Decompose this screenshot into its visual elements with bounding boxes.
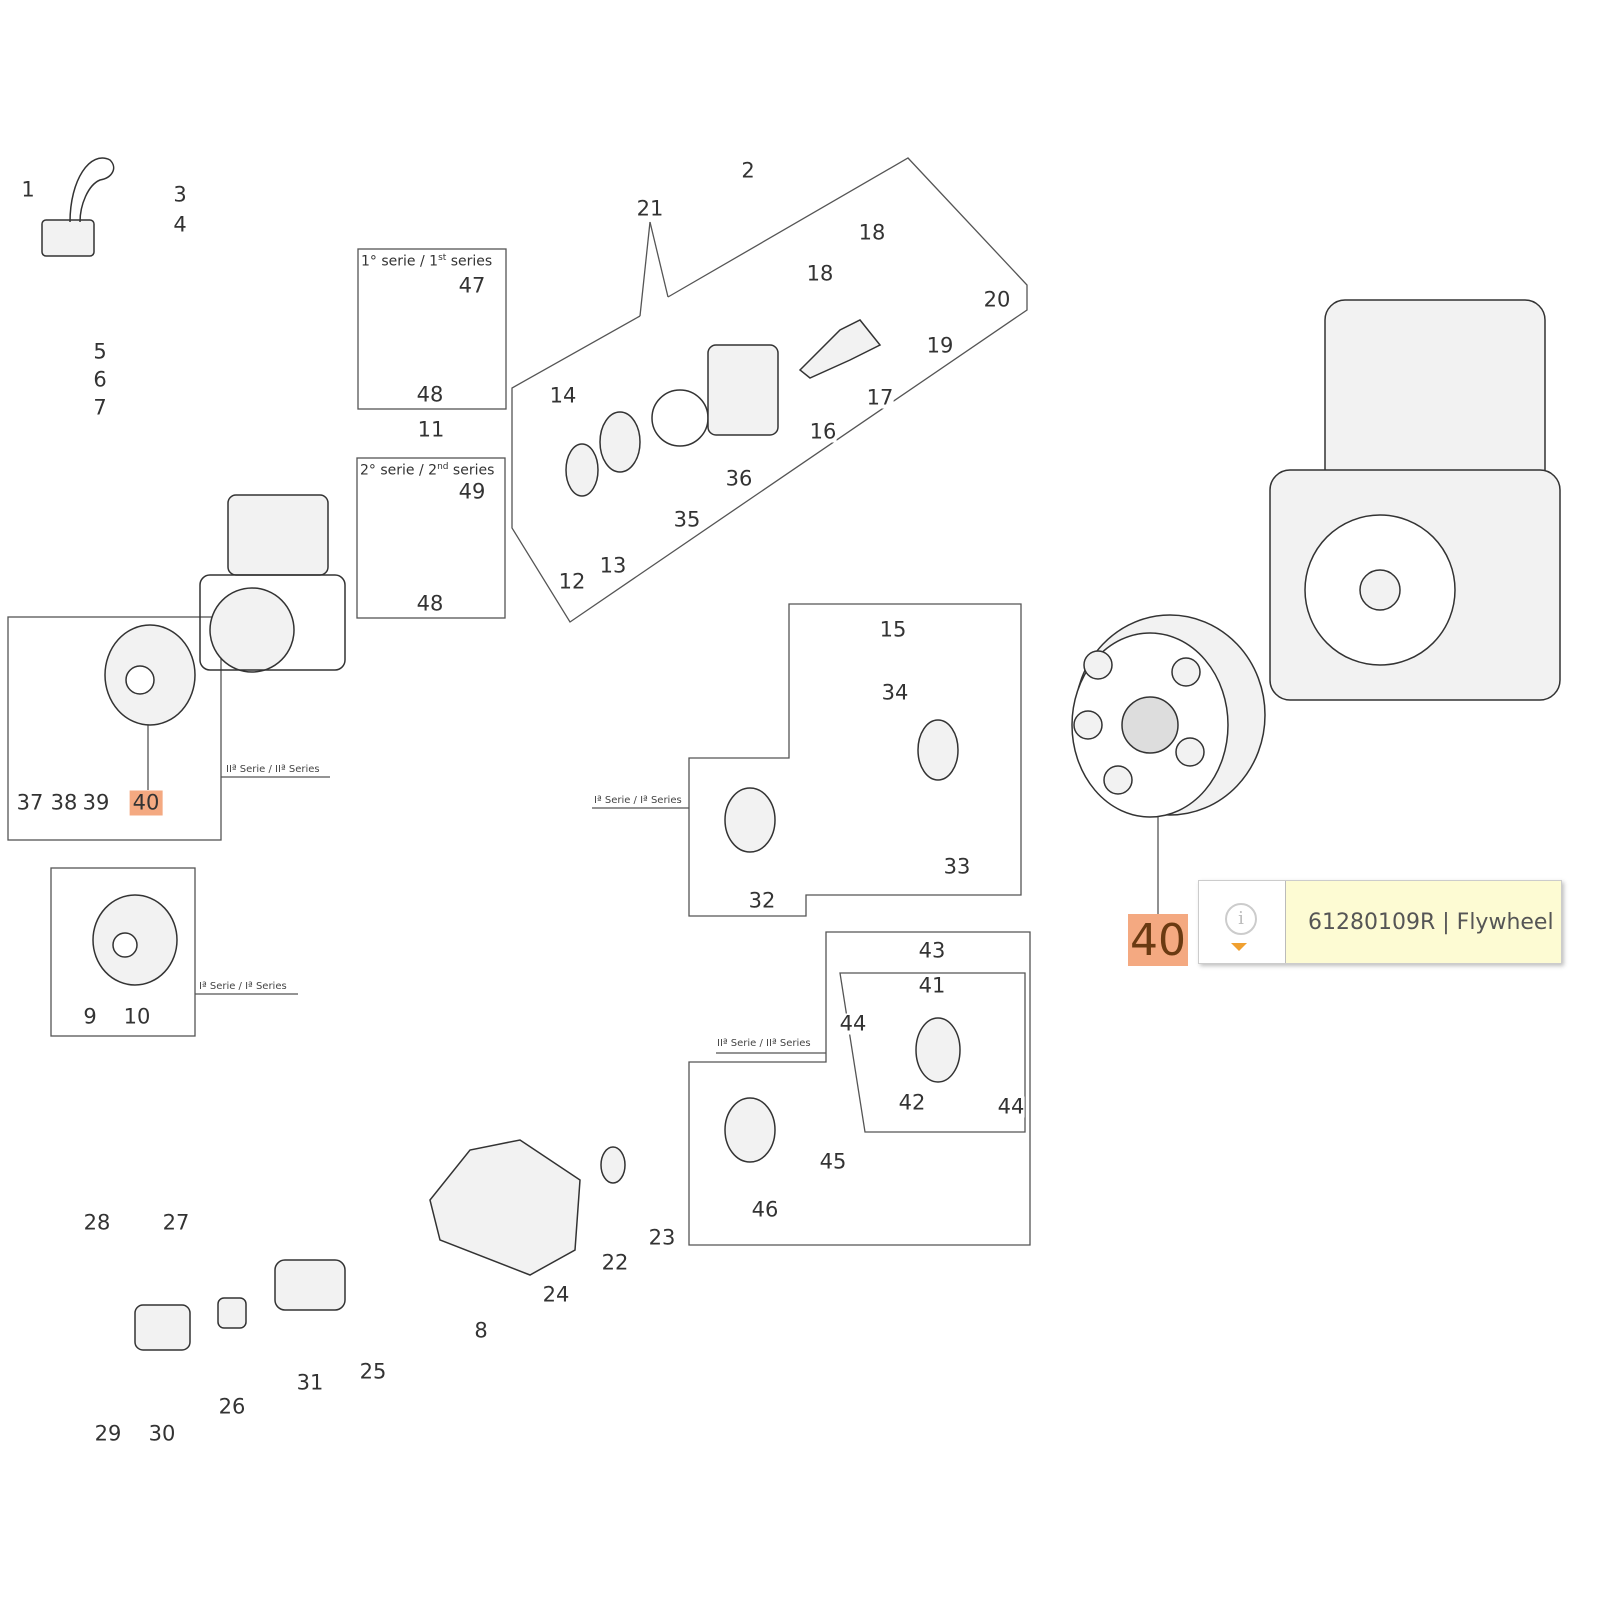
part-label-9[interactable]: 9 (83, 1004, 97, 1029)
part-label-5[interactable]: 5 (93, 339, 107, 364)
part-label-17[interactable]: 17 (866, 385, 894, 410)
part-label-44[interactable]: 44 (997, 1094, 1025, 1119)
part-label-1[interactable]: 1 (21, 177, 35, 202)
series2-tail: series (448, 462, 495, 479)
series1-box (357, 248, 507, 410)
part-label-20[interactable]: 20 (983, 287, 1011, 312)
flywheel-i-box (50, 867, 196, 1037)
flywheel-large (1071, 614, 1266, 818)
info-icon: i (1199, 881, 1286, 963)
part-label-11[interactable]: 11 (417, 417, 445, 442)
starter-group-outline (511, 157, 1028, 623)
part-label-27[interactable]: 27 (162, 1210, 190, 1235)
part-label-21[interactable]: 21 (636, 196, 664, 221)
part-label-4[interactable]: 4 (173, 212, 187, 237)
part-label-30[interactable]: 30 (148, 1421, 176, 1446)
series2-heading: 2° serie / 2nd series (360, 462, 494, 479)
drive-parts (134, 1259, 346, 1351)
series-label: Iª Serie / Iª Series (199, 981, 287, 992)
part-label-35[interactable]: 35 (673, 507, 701, 532)
part-label-39[interactable]: 39 (82, 790, 110, 815)
clutch-i-box (688, 603, 1022, 917)
series-label: Iª Serie / Iª Series (594, 795, 682, 806)
part-label-29[interactable]: 29 (94, 1421, 122, 1446)
part-label-8[interactable]: 8 (474, 1318, 488, 1343)
part-label-32[interactable]: 32 (748, 888, 776, 913)
part-label-37[interactable]: 37 (16, 790, 44, 815)
series-label: IIª Serie / IIª Series (717, 1038, 811, 1049)
part-label-24[interactable]: 24 (542, 1282, 570, 1307)
part-label-41[interactable]: 41 (918, 973, 946, 998)
series1-heading: 1° serie / 1st series (361, 253, 492, 270)
part-label-33[interactable]: 33 (943, 854, 971, 879)
part-label-25[interactable]: 25 (359, 1359, 387, 1384)
part-label-2[interactable]: 2 (741, 158, 755, 183)
part-label-7[interactable]: 7 (93, 395, 107, 420)
part-label-10[interactable]: 10 (123, 1004, 151, 1029)
part-label-16[interactable]: 16 (809, 419, 837, 444)
part-label-34[interactable]: 34 (881, 680, 909, 705)
tooltip-text: 61280109R | Flywheel (1308, 909, 1554, 935)
part-label-46[interactable]: 46 (751, 1197, 779, 1222)
part-label-49[interactable]: 49 (458, 479, 486, 504)
gear-housing (429, 1139, 626, 1276)
part-label-6[interactable]: 6 (93, 367, 107, 392)
part-label-48[interactable]: 48 (416, 591, 444, 616)
part-label-26[interactable]: 26 (218, 1394, 246, 1419)
part-label-23[interactable]: 23 (648, 1225, 676, 1250)
engine-block-large (1269, 299, 1561, 701)
clutch-shoe-box (839, 972, 1026, 1133)
part-label-22[interactable]: 22 (601, 1250, 629, 1275)
engine-block-small (199, 494, 346, 673)
part-label-47[interactable]: 47 (458, 273, 486, 298)
part-label-38[interactable]: 38 (50, 790, 78, 815)
part-label-31[interactable]: 31 (296, 1370, 324, 1395)
selected-part-callout[interactable]: 40 (1128, 914, 1188, 966)
part-label-36[interactable]: 36 (725, 466, 753, 491)
part-label-40[interactable]: 40 (129, 790, 163, 816)
part-label-28[interactable]: 28 (83, 1210, 111, 1235)
part-label-18[interactable]: 18 (858, 220, 886, 245)
series2-heading-text: 2° serie / 2 (360, 462, 438, 479)
part-label-18[interactable]: 18 (806, 261, 834, 286)
series1-sup: st (438, 253, 447, 263)
part-label-19[interactable]: 19 (926, 333, 954, 358)
series1-heading-text: 1° serie / 1 (361, 253, 439, 270)
series2-box (356, 457, 506, 619)
part-label-48[interactable]: 48 (416, 382, 444, 407)
ignition-coil (41, 157, 115, 257)
series1-tail: series (446, 253, 493, 270)
flywheel-small-i (92, 894, 178, 986)
part-tooltip: i 61280109R | Flywheel (1198, 880, 1562, 964)
flywheel-ii-box (7, 616, 222, 841)
clutch-ii-box (688, 931, 1031, 1246)
part-label-15[interactable]: 15 (879, 617, 907, 642)
flywheel-small (104, 624, 196, 726)
part-label-43[interactable]: 43 (918, 938, 946, 963)
clutch-parts (724, 719, 961, 1163)
part-label-42[interactable]: 42 (898, 1090, 926, 1115)
part-label-12[interactable]: 12 (558, 569, 586, 594)
part-label-44[interactable]: 44 (839, 1011, 867, 1036)
series2-sup: nd (437, 462, 449, 472)
part-label-14[interactable]: 14 (549, 383, 577, 408)
part-label-3[interactable]: 3 (173, 182, 187, 207)
part-label-45[interactable]: 45 (819, 1149, 847, 1174)
part-label-13[interactable]: 13 (599, 553, 627, 578)
starter-parts (565, 319, 882, 497)
series-label: IIª Serie / IIª Series (226, 764, 320, 775)
